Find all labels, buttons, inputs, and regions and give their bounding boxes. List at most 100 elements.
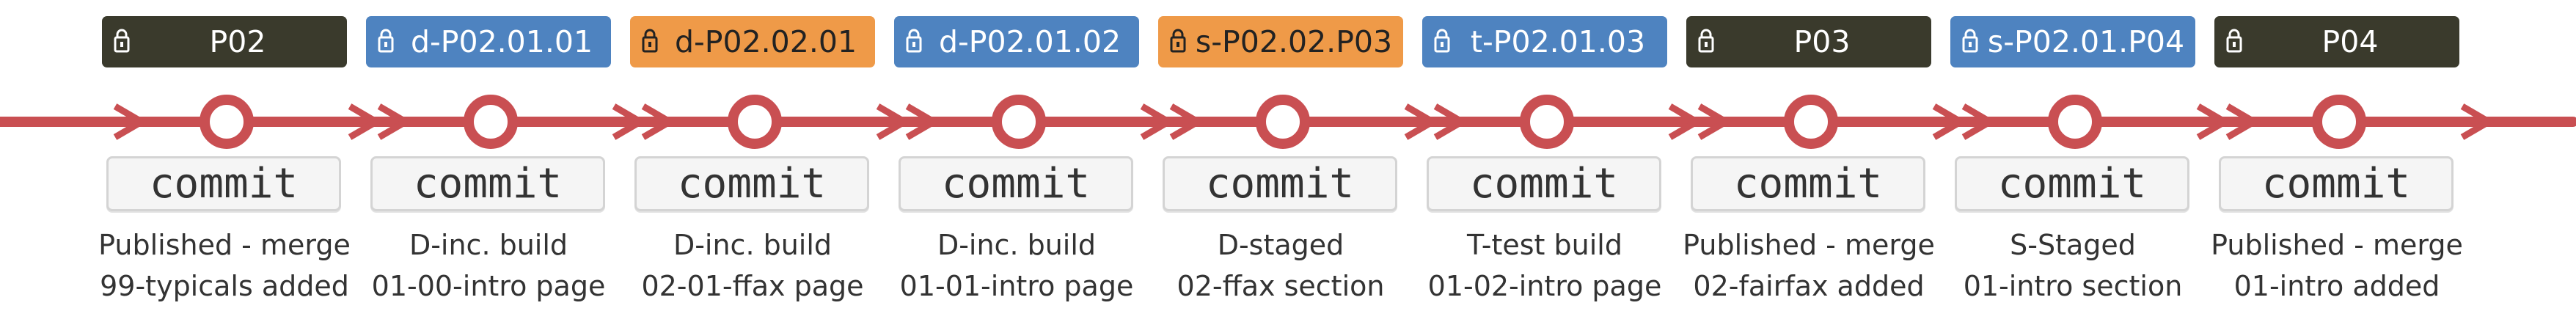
arrowhead-icon [876,103,911,140]
commit-description-line-1: Published - merge [2211,229,2463,261]
commit-button[interactable]: commit [899,156,1133,211]
commit-description-line-2: 01-00-intro page [371,270,606,302]
arrowhead-icon [1697,103,1732,140]
commit-description-line-2: 01-intro added [2233,270,2440,302]
lock-icon [906,29,922,53]
tag-label: P04 [2321,24,2379,59]
commit-label: commit [149,160,299,208]
tag-badge[interactable]: P02 [102,16,347,67]
commit-label: commit [413,160,563,208]
commit-node-circle [1784,95,1838,149]
tag-badge[interactable]: P04 [2214,16,2459,67]
commit-description-line-1: D-inc. build [409,229,568,261]
lock-icon [1698,29,1714,53]
commit-description-line-2: 01-02-intro page [1427,270,1662,302]
tag-badge[interactable]: s-P02.02.P03 [1158,16,1403,67]
commit-button[interactable]: commit [1691,156,1925,211]
arrowhead-icon [2460,103,2495,140]
commit-button[interactable]: commit [1163,156,1397,211]
commit-label: commit [2261,160,2411,208]
commit-label: commit [1997,160,2147,208]
tag-badge[interactable]: d-P02.01.02 [894,16,1139,67]
commit-description-line-2: 02-01-ffax page [641,270,864,302]
arrowhead-icon [377,103,412,140]
commit-button[interactable]: commit [1427,156,1661,211]
arrowhead-icon [1932,103,1967,140]
commit-description-line-1: D-inc. build [673,229,833,261]
commit-label: commit [1469,160,1619,208]
commit-description-line-1: T-test build [1467,229,1622,261]
commit-button[interactable]: commit [370,156,605,211]
commit-label: commit [1733,160,1883,208]
commit-button[interactable]: commit [634,156,869,211]
lock-icon [114,29,130,53]
tag-label: d-P02.01.02 [938,24,1121,59]
commit-node-circle [200,95,254,149]
commit-description-line-1: D-staged [1217,229,1344,261]
arrowhead-icon [1404,103,1439,140]
tag-label: P03 [1793,24,1851,59]
arrowhead-icon [1668,103,1703,140]
commit-description-line-1: Published - merge [98,229,351,261]
tag-badge[interactable]: d-P02.01.01 [366,16,611,67]
arrowhead-icon [1140,103,1175,140]
commit-node-circle [1520,95,1574,149]
commit-button[interactable]: commit [2219,156,2454,211]
arrowhead-icon [2196,103,2231,140]
tag-label: d-P02.01.01 [410,24,593,59]
commit-description-line-1: D-inc. build [937,229,1097,261]
lock-icon [378,29,394,53]
commit-label: commit [1205,160,1355,208]
tag-label: t-P02.01.03 [1470,24,1646,59]
commit-description-line-1: Published - merge [1683,229,1935,261]
tag-label: P02 [209,24,266,59]
tag-badge[interactable]: t-P02.01.03 [1422,16,1667,67]
tag-badge[interactable]: P03 [1686,16,1931,67]
commit-node-circle [728,95,782,149]
commit-button[interactable]: commit [106,156,341,211]
commit-node-circle [1256,95,1310,149]
arrowhead-icon [1169,103,1204,140]
commit-node-circle [464,95,518,149]
tag-label: d-P02.02.01 [674,24,857,59]
commit-button[interactable]: commit [1955,156,2189,211]
tag-label: s-P02.02.P03 [1195,24,1393,59]
commit-description-line-2: 02-fairfax added [1693,270,1925,302]
commit-description-line-1: S-Staged [2010,229,2136,261]
commit-description-line-2: 02-ffax section [1177,270,1385,302]
commit-description-line-2: 99-typicals added [100,270,349,302]
commit-label: commit [941,160,1091,208]
commit-description-line-2: 01-01-intro page [899,270,1134,302]
arrowhead-icon [1961,103,1997,140]
arrowhead-icon [641,103,676,140]
commit-node-circle [2312,95,2366,149]
commit-description-line-2: 01-intro section [1963,270,2183,302]
lock-icon [642,29,658,53]
arrowhead-icon [348,103,383,140]
arrowhead-icon [2225,103,2261,140]
arrowhead-icon [113,103,148,140]
lock-icon [2226,29,2242,53]
tag-badge[interactable]: d-P02.02.01 [630,16,875,67]
commit-node-circle [992,95,1046,149]
arrowhead-icon [612,103,647,140]
commit-node-circle [2048,95,2102,149]
arrowhead-icon [905,103,940,140]
lock-icon [1434,29,1450,53]
tag-badge[interactable]: s-P02.01.P04 [1950,16,2195,67]
commit-label: commit [677,160,827,208]
tag-label: s-P02.01.P04 [1987,24,2185,59]
lock-icon [1962,29,1978,53]
arrowhead-icon [1433,103,1468,140]
